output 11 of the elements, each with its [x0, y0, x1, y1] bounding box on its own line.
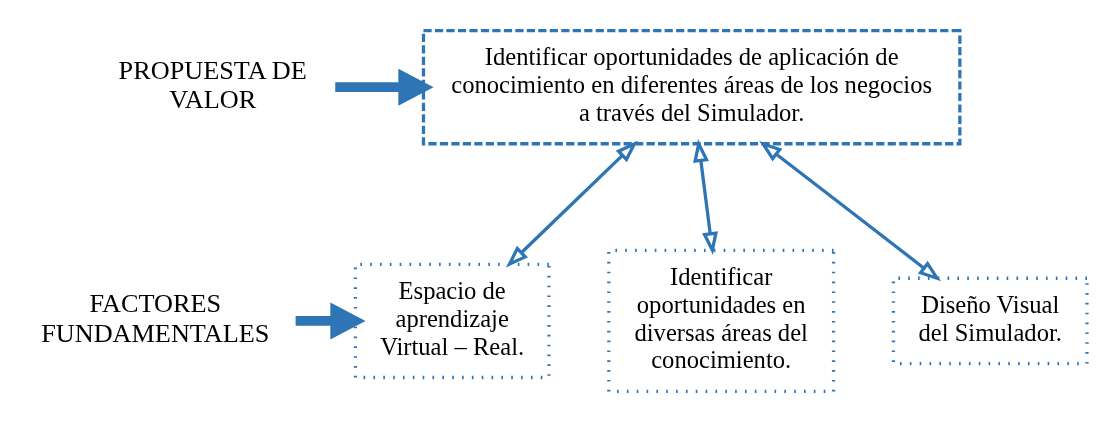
node-box: Diseño Visual del Simulador. — [891, 276, 1089, 365]
node-box: Identificar oportunidades de aplicación de conocimiento en diferentes áreas de los negocios a través del Simulador. — [421, 28, 962, 145]
node-box: Identificar oportunidades en diversas áreas del conocimiento. — [607, 248, 836, 393]
node-text: PROPUESTA DE VALOR — [118, 55, 307, 114]
arrow — [759, 140, 941, 281]
node-box: Espacio de aprendizaje Virtual – Real. — [353, 262, 551, 379]
arrow — [693, 138, 719, 255]
arrow — [505, 140, 638, 268]
arrow — [335, 68, 434, 106]
node-text: FACTORES FUNDAMENTALES — [41, 288, 270, 348]
arrow — [295, 301, 366, 339]
